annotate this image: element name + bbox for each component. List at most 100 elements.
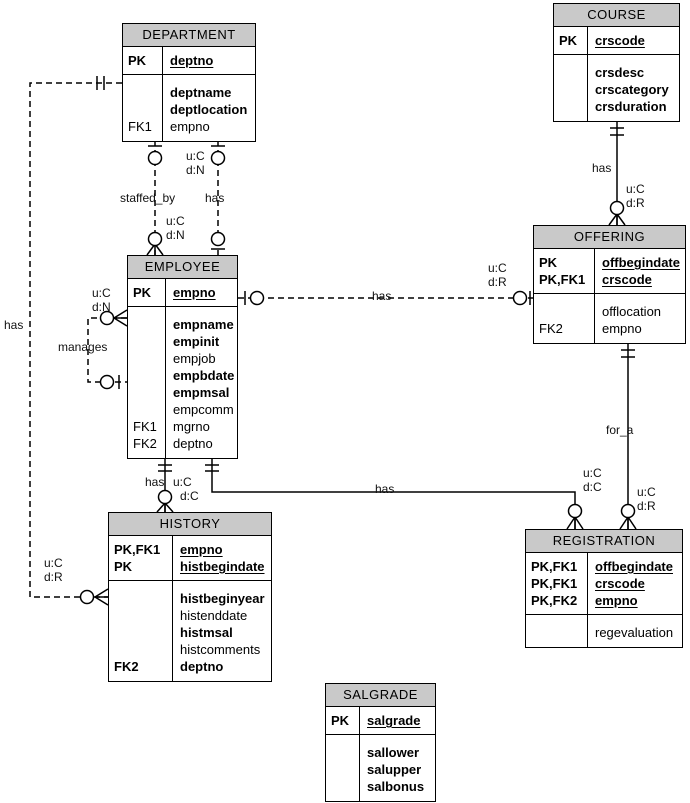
entity-title: EMPLOYEE xyxy=(128,256,237,279)
attr-row-label xyxy=(331,744,355,761)
key-attribute: empno xyxy=(180,542,223,557)
rule-label: d:C xyxy=(180,489,199,503)
attr-section: regevaluation xyxy=(526,614,682,647)
key-attribute: empno xyxy=(173,285,216,300)
key-row-label: PK xyxy=(114,559,133,574)
relationship-label: has xyxy=(205,191,225,205)
entity-title: HISTORY xyxy=(109,513,271,536)
key-row-label: PK,FK1 xyxy=(114,542,161,557)
key-indicator-column xyxy=(554,55,588,121)
attribute: deptname xyxy=(170,85,232,100)
rule-label: u:C xyxy=(173,475,192,489)
key-indicator-column: FK2 xyxy=(534,294,595,343)
attribute: empname xyxy=(173,317,234,332)
attribute: deptno xyxy=(180,659,224,674)
key-row-label: PK xyxy=(559,33,578,48)
attribute: offlocation xyxy=(602,304,662,319)
attr-row-label xyxy=(331,761,355,778)
attribute: deptno xyxy=(173,436,213,451)
attr-section: FK2 offlocation empno xyxy=(534,293,685,343)
attr-row-label xyxy=(133,350,161,367)
attr-row-label xyxy=(559,64,583,81)
optionality-circle-icons xyxy=(79,150,636,605)
attribute: deptlocation xyxy=(170,102,248,117)
entity-title: COURSE xyxy=(554,4,679,27)
relationship-label: manages xyxy=(58,340,108,354)
attribute: histmsal xyxy=(180,625,233,640)
attribute: histcomments xyxy=(180,642,261,657)
relationship-label: has xyxy=(375,482,395,496)
attribute: empno xyxy=(602,321,642,336)
attr-row-label xyxy=(531,624,583,641)
relationship-label: staffed_by xyxy=(120,191,176,205)
attr-row-label xyxy=(114,641,168,658)
attr-row-label xyxy=(133,316,161,333)
attr-row-label xyxy=(133,401,161,418)
rule-label: u:C d:N xyxy=(166,214,185,242)
attr-row-label xyxy=(133,384,161,401)
relationship-label: has xyxy=(592,161,612,175)
key-row-label: PK,FK2 xyxy=(531,593,578,608)
key-row-label: PK,FK1 xyxy=(531,559,578,574)
attr-row-label: FK2 xyxy=(539,321,563,336)
attr-row-label: FK2 xyxy=(114,659,139,674)
key-row-label: PK xyxy=(539,255,558,270)
relationship-label: for_a xyxy=(606,423,634,437)
attribute: empmsal xyxy=(173,385,230,400)
key-attribute: salgrade xyxy=(367,713,421,728)
attribute: histenddate xyxy=(180,608,248,623)
attribute-column: offlocation empno xyxy=(595,294,685,343)
entity-course[interactable]: COURSE PK crscode crsdesc crscategory crsdur… xyxy=(553,3,680,122)
attribute-column: crscode xyxy=(588,27,679,54)
key-row-label: PK xyxy=(331,713,350,728)
key-indicator-column xyxy=(326,735,360,801)
key-attribute: crscode xyxy=(602,272,652,287)
relationship-label: has xyxy=(145,475,165,489)
attr-row-label xyxy=(331,778,355,795)
attribute: mgrno xyxy=(173,419,210,434)
key-indicator-column: PK xyxy=(123,47,163,74)
attr-row-label xyxy=(114,624,168,641)
rule-label: u:C d:R xyxy=(44,556,63,584)
attr-row-label: FK2 xyxy=(133,436,157,451)
rule-label: u:C d:R xyxy=(637,485,656,513)
attribute: crscategory xyxy=(595,82,669,97)
relationship-label: has xyxy=(4,318,24,332)
attr-row-label xyxy=(559,81,583,98)
attribute-column: deptno xyxy=(163,47,255,74)
key-attribute: deptno xyxy=(170,53,214,68)
attribute: empinit xyxy=(173,334,220,349)
key-section: PK salgrade xyxy=(326,707,435,734)
attribute-column: empno xyxy=(166,279,237,306)
attribute: crsduration xyxy=(595,99,667,114)
key-indicator-column xyxy=(526,615,588,647)
attribute: empcomm xyxy=(173,402,234,417)
attribute: crsdesc xyxy=(595,65,645,80)
attribute: empbdate xyxy=(173,368,235,383)
rel-dept-has-history-line[interactable] xyxy=(29,82,122,598)
attribute: regevaluation xyxy=(595,625,674,640)
rule-label: u:C d:R xyxy=(626,182,645,210)
key-attribute: histbegindate xyxy=(180,559,265,574)
attribute-column: regevaluation xyxy=(588,615,682,647)
